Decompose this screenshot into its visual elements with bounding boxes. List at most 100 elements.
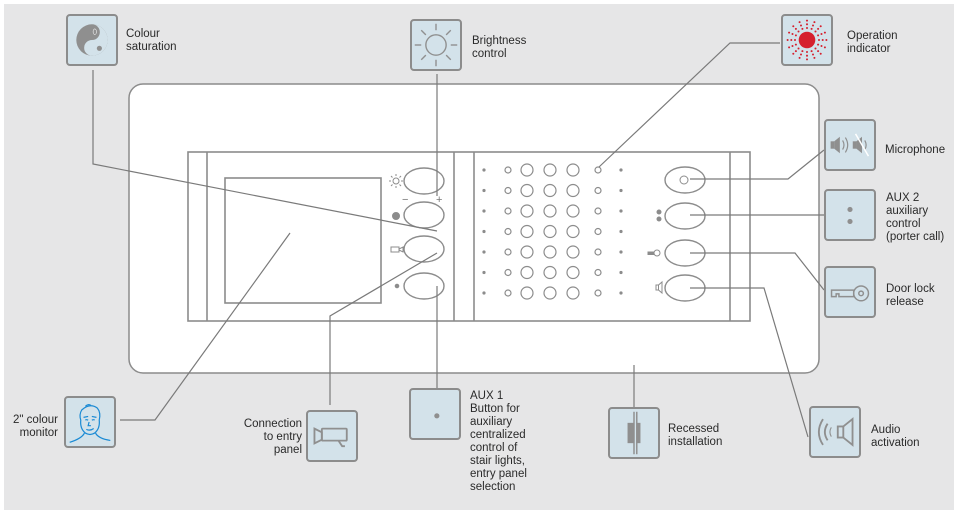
grille-hole xyxy=(520,163,534,177)
grille-hole xyxy=(543,224,557,239)
grille-hole xyxy=(482,209,486,213)
handset-frame xyxy=(187,151,751,322)
brightness-button[interactable] xyxy=(403,167,445,195)
grille-hole xyxy=(566,204,580,218)
grille-hole xyxy=(504,248,512,256)
brightness-control-callout xyxy=(410,19,462,71)
grille-hole xyxy=(594,186,602,195)
camera-icon xyxy=(313,427,348,448)
grille-hole xyxy=(504,227,512,236)
right-button-glyphs xyxy=(647,175,689,295)
door-lock-release-label: Door lock release xyxy=(886,283,935,308)
colour-saturation-icon xyxy=(76,24,108,56)
aux1-callout xyxy=(409,388,461,440)
colour-saturation-callout xyxy=(66,14,118,66)
speaker-grille xyxy=(482,163,623,300)
grille-hole xyxy=(504,166,512,174)
recessed-installation-callout xyxy=(608,407,660,459)
grille-hole xyxy=(566,224,580,239)
grille-hole xyxy=(543,286,557,300)
grille-hole xyxy=(504,289,512,297)
grille-hole xyxy=(482,291,486,295)
operation-indicator-callout xyxy=(781,14,833,66)
key-icon xyxy=(830,285,870,302)
grille-hole xyxy=(543,245,557,259)
brightness-minus: − xyxy=(402,194,408,206)
grille-hole xyxy=(594,268,602,277)
aux1-label: AUX 1 Button for auxiliary centralized c… xyxy=(470,390,527,493)
leader-lines xyxy=(92,42,825,438)
face-monitor-icon xyxy=(69,404,111,443)
grille-hole xyxy=(619,229,623,234)
grille-hole xyxy=(543,204,557,218)
small-aux2-dots-icon xyxy=(656,209,662,222)
grille-hole xyxy=(619,188,623,193)
small-key-icon xyxy=(647,249,661,257)
entry-panel-button[interactable] xyxy=(403,235,445,263)
grille-hole xyxy=(619,250,623,254)
aux1-dot-icon xyxy=(434,413,440,419)
small-dot-icon xyxy=(394,283,400,289)
grille-hole xyxy=(520,224,534,239)
grille-hole xyxy=(482,188,486,193)
audio-activation-label: Audio activation xyxy=(871,424,920,449)
grille-hole xyxy=(566,245,580,259)
grille-hole xyxy=(594,248,602,256)
grille-hole xyxy=(482,270,486,275)
grille-hole xyxy=(520,245,534,259)
microphone-callout xyxy=(824,119,876,171)
small-saturation-icon xyxy=(392,212,400,220)
aux2-label: AUX 2 auxiliary control (porter call) xyxy=(886,192,945,243)
left-buttons xyxy=(403,167,445,300)
small-camera-icon xyxy=(390,246,404,253)
grille-hole xyxy=(543,265,557,280)
brightness-sun-icon xyxy=(414,23,458,67)
speaker-icon xyxy=(817,417,854,447)
recessed-installation-label: Recessed installation xyxy=(668,423,723,448)
grille-hole xyxy=(594,207,602,215)
grille-hole xyxy=(543,163,557,177)
grille-hole xyxy=(566,163,580,177)
colour-monitor-callout xyxy=(64,396,116,448)
grille-hole xyxy=(520,183,534,198)
small-speaker-icon xyxy=(655,280,663,295)
grille-hole xyxy=(520,265,534,280)
grille-hole xyxy=(566,265,580,280)
aux1-button[interactable] xyxy=(403,272,445,300)
connection-entry-panel-callout xyxy=(306,410,358,462)
grille-hole xyxy=(619,270,623,275)
colour-monitor-label: 2" colour monitor xyxy=(13,414,58,439)
small-sun-icon xyxy=(389,174,403,188)
grille-hole xyxy=(594,227,602,236)
monitor-screen xyxy=(224,177,382,304)
colour-saturation-label: Colour saturation xyxy=(126,28,177,53)
connection-entry-panel-label: Connection to entry panel xyxy=(243,418,302,456)
grille-hole xyxy=(594,166,602,174)
door-lock-release-callout xyxy=(824,266,876,318)
aux2-callout xyxy=(824,189,876,241)
aux2-dots-icon xyxy=(847,206,853,225)
grille-hole xyxy=(619,209,623,213)
audio-activation-callout xyxy=(809,406,861,458)
recessed-installation-icon xyxy=(627,411,641,455)
grille-hole xyxy=(504,207,512,215)
grille-hole xyxy=(520,286,534,300)
grille-hole xyxy=(566,286,580,300)
grille-hole xyxy=(520,204,534,218)
grille-hole xyxy=(543,183,557,198)
grille-hole xyxy=(566,183,580,198)
grille-hole xyxy=(482,168,486,172)
grille-hole xyxy=(619,291,623,295)
left-button-glyphs xyxy=(389,174,404,289)
mic-led-icon xyxy=(679,175,689,185)
grille-hole xyxy=(504,268,512,277)
operation-indicator-label: Operation indicator xyxy=(847,30,898,55)
operation-indicator-icon xyxy=(786,19,828,61)
brightness-plus: + xyxy=(436,194,442,206)
microphone-label: Microphone xyxy=(885,144,946,156)
aux2-button[interactable] xyxy=(664,202,706,230)
grille-hole xyxy=(619,168,623,172)
grille-hole xyxy=(594,289,602,297)
microphone-icon xyxy=(830,133,870,157)
